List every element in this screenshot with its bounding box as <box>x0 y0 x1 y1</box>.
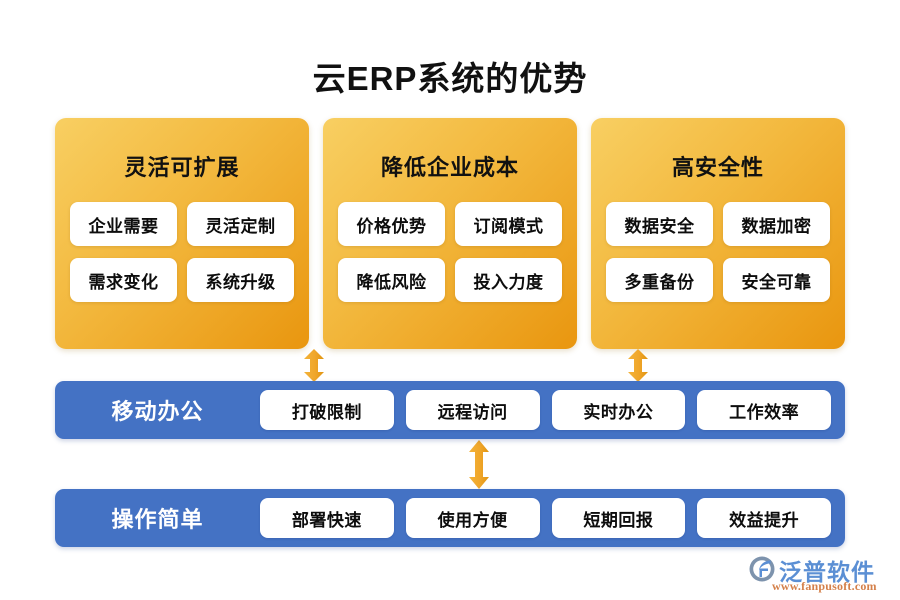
logo-company-name: 泛普软件 <box>779 559 875 585</box>
card-1-item-2[interactable]: 灵活定制 <box>187 202 294 246</box>
bar-1-item-3[interactable]: 实时办公 <box>551 390 686 430</box>
card-1-title: 灵活可扩展 <box>124 155 240 180</box>
bar-2-items: 部署快速 使用方便 短期回报 效益提升 <box>260 498 845 538</box>
card-2-items: 价格优势 订阅模式 降低风险 投入力度 <box>334 202 566 302</box>
card-3-item-2[interactable]: 数据加密 <box>723 202 830 246</box>
bar-2-item-3[interactable]: 短期回报 <box>551 498 686 538</box>
bar-1-item-1[interactable]: 打破限制 <box>260 390 394 430</box>
advantage-card-1[interactable]: 灵活可扩展 企业需要 灵活定制 需求变化 系统升级 <box>55 118 309 349</box>
card-1-items: 企业需要 灵活定制 需求变化 系统升级 <box>66 202 298 302</box>
card-1-item-4[interactable]: 系统升级 <box>187 258 294 302</box>
card-2-item-4[interactable]: 投入力度 <box>455 258 562 302</box>
bar-2-item-1[interactable]: 部署快速 <box>260 498 394 538</box>
card-3-item-3[interactable]: 多重备份 <box>606 258 713 302</box>
bar-1-item-2[interactable]: 远程访问 <box>405 390 540 430</box>
card-3-items: 数据安全 数据加密 多重备份 安全可靠 <box>602 202 834 302</box>
card-2-title: 降低企业成本 <box>380 155 519 180</box>
card-3-item-4[interactable]: 安全可靠 <box>723 258 830 302</box>
card-1-item-3[interactable]: 需求变化 <box>70 258 177 302</box>
card-2-item-1[interactable]: 价格优势 <box>338 202 445 246</box>
card-3-title: 高安全性 <box>671 155 764 180</box>
bar-2-item-2[interactable]: 使用方便 <box>405 498 540 538</box>
logo-website-url: www.fanpusoft.com <box>772 579 877 593</box>
card-2-item-3[interactable]: 降低风险 <box>338 258 445 302</box>
double-arrow-icon-card3-bar1 <box>628 349 648 382</box>
double-arrow-icon-card1-bar1 <box>304 349 324 382</box>
bar-2-label: 操作简单 <box>111 507 204 532</box>
fanpu-swoosh-icon <box>749 556 775 582</box>
advantage-cards-row: 灵活可扩展 企业需要 灵活定制 需求变化 系统升级 降低企业成本 价格优势 订阅… <box>55 118 845 349</box>
page-title: 云ERP系统的优势 <box>312 60 588 97</box>
card-2-item-2[interactable]: 订阅模式 <box>455 202 562 246</box>
card-1-item-1[interactable]: 企业需要 <box>70 202 177 246</box>
bar-1-items: 打破限制 远程访问 实时办公 工作效率 <box>260 390 845 430</box>
brand-logo: 泛普软件 www.fanpusoft.com <box>748 553 893 595</box>
bar-1-item-4[interactable]: 工作效率 <box>697 390 831 430</box>
feature-bar-mobile-office[interactable]: 移动办公 打破限制 远程访问 实时办公 工作效率 <box>55 381 845 439</box>
bar-1-label: 移动办公 <box>111 399 204 424</box>
advantage-card-2[interactable]: 降低企业成本 价格优势 订阅模式 降低风险 投入力度 <box>323 118 577 349</box>
advantage-card-3[interactable]: 高安全性 数据安全 数据加密 多重备份 安全可靠 <box>591 118 845 349</box>
bar-2-item-4[interactable]: 效益提升 <box>697 498 831 538</box>
card-3-item-1[interactable]: 数据安全 <box>606 202 713 246</box>
feature-bar-simple-operation[interactable]: 操作简单 部署快速 使用方便 短期回报 效益提升 <box>55 489 845 547</box>
double-arrow-icon-bar1-bar2 <box>469 440 489 489</box>
